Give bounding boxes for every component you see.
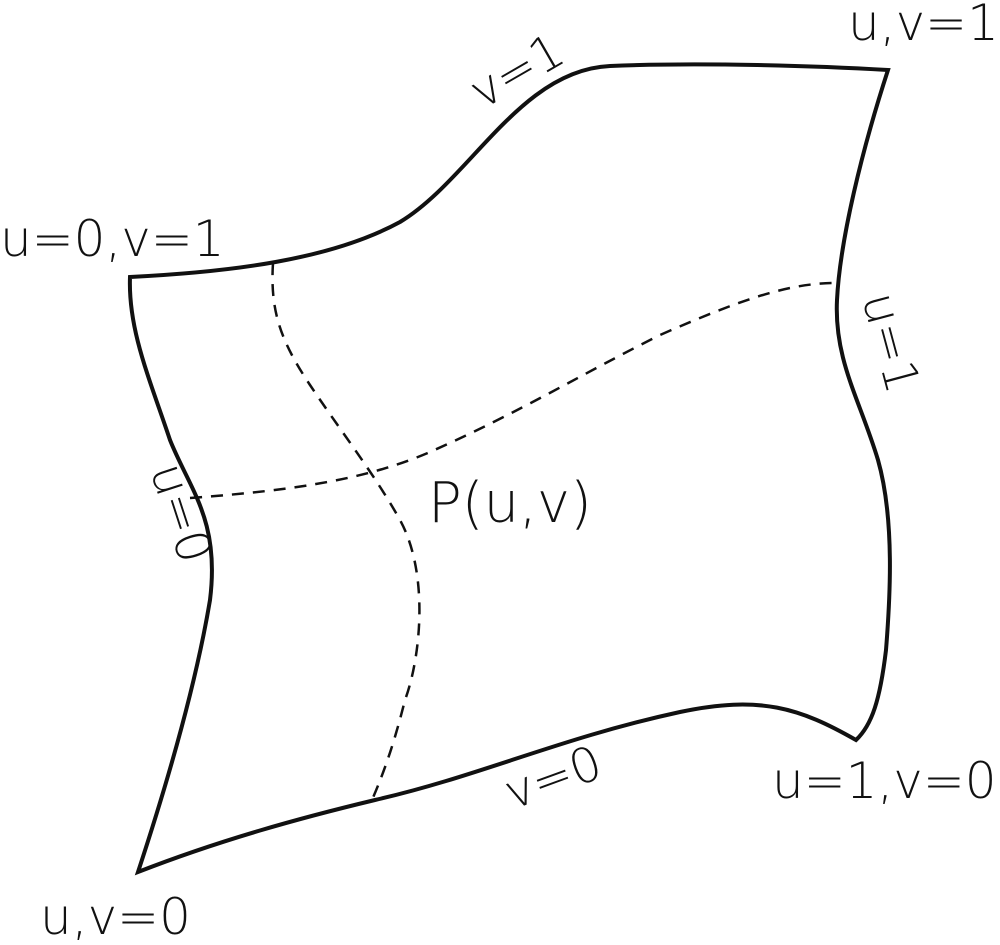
edge-label-left: u=0 — [139, 456, 224, 570]
corner-label-top-right: u,v=1 — [848, 0, 999, 52]
point-label: P(u,v) — [428, 471, 592, 536]
corner-label-top-left: u=0,v=1 — [0, 210, 225, 268]
corner-label-bottom-right: u=1,v=0 — [772, 752, 997, 810]
edge-label-right: u=1 — [850, 287, 930, 399]
edge-label-top: v=1 — [460, 22, 574, 120]
iso-curve-u — [271, 262, 421, 801]
corner-label-bottom-left: u,v=0 — [40, 888, 191, 945]
surface-boundary — [127, 62, 892, 876]
edge-label-bottom: v=0 — [497, 735, 609, 822]
iso-curve-v — [189, 281, 841, 500]
